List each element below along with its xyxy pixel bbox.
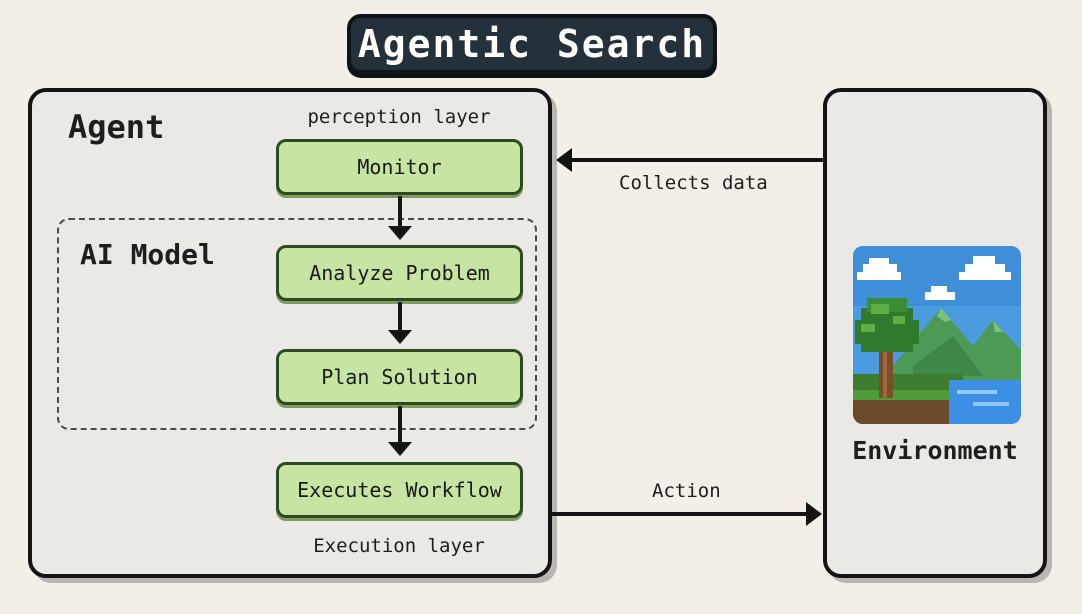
executes-workflow-step: Executes Workflow (276, 462, 523, 518)
diagram-title: Agentic Search (357, 22, 707, 66)
landscape-icon (853, 246, 1021, 424)
arrow-collects-data (556, 148, 823, 172)
execution-layer-label: Execution layer (313, 535, 485, 557)
perception-layer-label: perception layer (307, 106, 491, 128)
ai-model-label: AI Model (80, 238, 215, 271)
title-banner: Agentic Search (347, 14, 717, 74)
analyze-problem-step: Analyze Problem (276, 245, 523, 301)
monitor-step: Monitor (276, 139, 523, 195)
action-label: Action (652, 480, 721, 502)
collects-data-label: Collects data (619, 172, 768, 194)
agent-label: Agent (68, 108, 165, 146)
arrow-action (552, 502, 822, 526)
ai-model-region (57, 218, 537, 430)
environment-label: Environment (852, 436, 1018, 465)
plan-solution-step: Plan Solution (276, 349, 523, 405)
